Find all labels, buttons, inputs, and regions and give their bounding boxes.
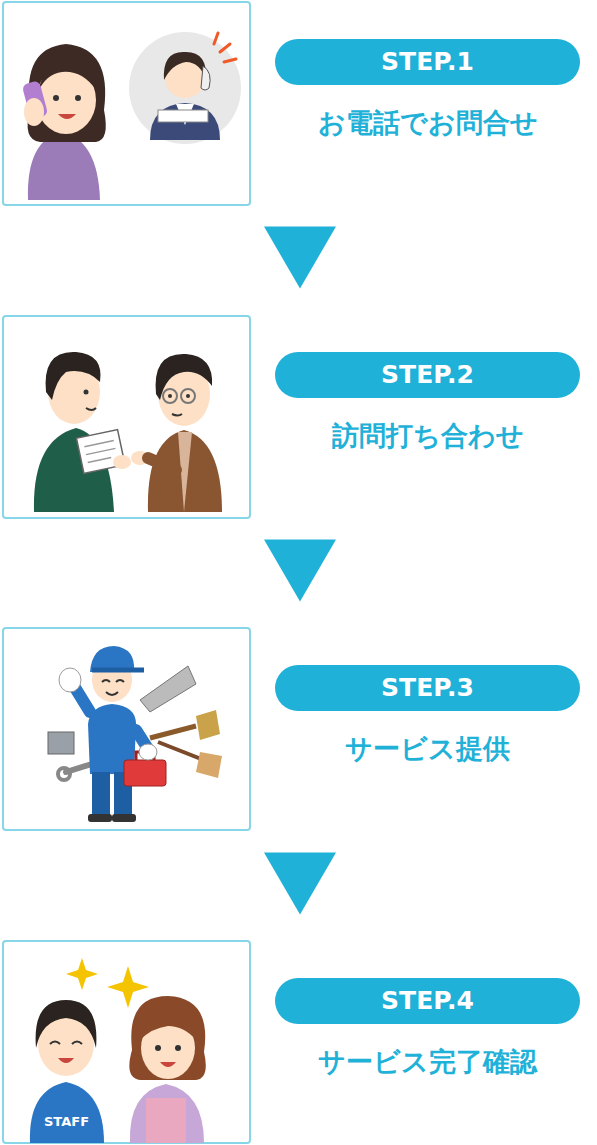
picture-frames — [3, 2, 250, 1143]
picture-frame — [3, 628, 250, 830]
step-caption: サービス完了確認 — [318, 1044, 537, 1080]
step-badge: STEP.2 — [275, 352, 580, 398]
step-caption: 訪問打ち合わせ — [332, 418, 524, 454]
completion-illustration — [30, 958, 206, 1143]
flow-arrow — [264, 540, 336, 602]
step-badge: STEP.3 — [275, 665, 580, 711]
picture-frame — [3, 2, 250, 205]
meeting-illustration — [34, 352, 222, 512]
flow-arrow — [264, 227, 336, 289]
step-caption: お電話でお問合せ — [318, 105, 538, 141]
step-badge: STEP.1 — [275, 39, 580, 85]
phone-call-illustration — [22, 32, 241, 200]
worker-illustration — [48, 646, 222, 822]
step-block: STEP.2 訪問打ち合わせ — [275, 352, 580, 454]
step-block: STEP.4 サービス完了確認 — [275, 978, 580, 1080]
step-caption: サービス提供 — [345, 731, 510, 767]
shirt-text: STAFF — [44, 1114, 89, 1130]
step-badge: STEP.4 — [275, 978, 580, 1024]
picture-frame — [3, 316, 250, 518]
step-block: STEP.1 お電話でお問合せ — [275, 39, 580, 141]
step-block: STEP.3 サービス提供 — [275, 665, 580, 767]
picture-frame — [3, 941, 250, 1143]
flow-arrow — [264, 853, 336, 915]
